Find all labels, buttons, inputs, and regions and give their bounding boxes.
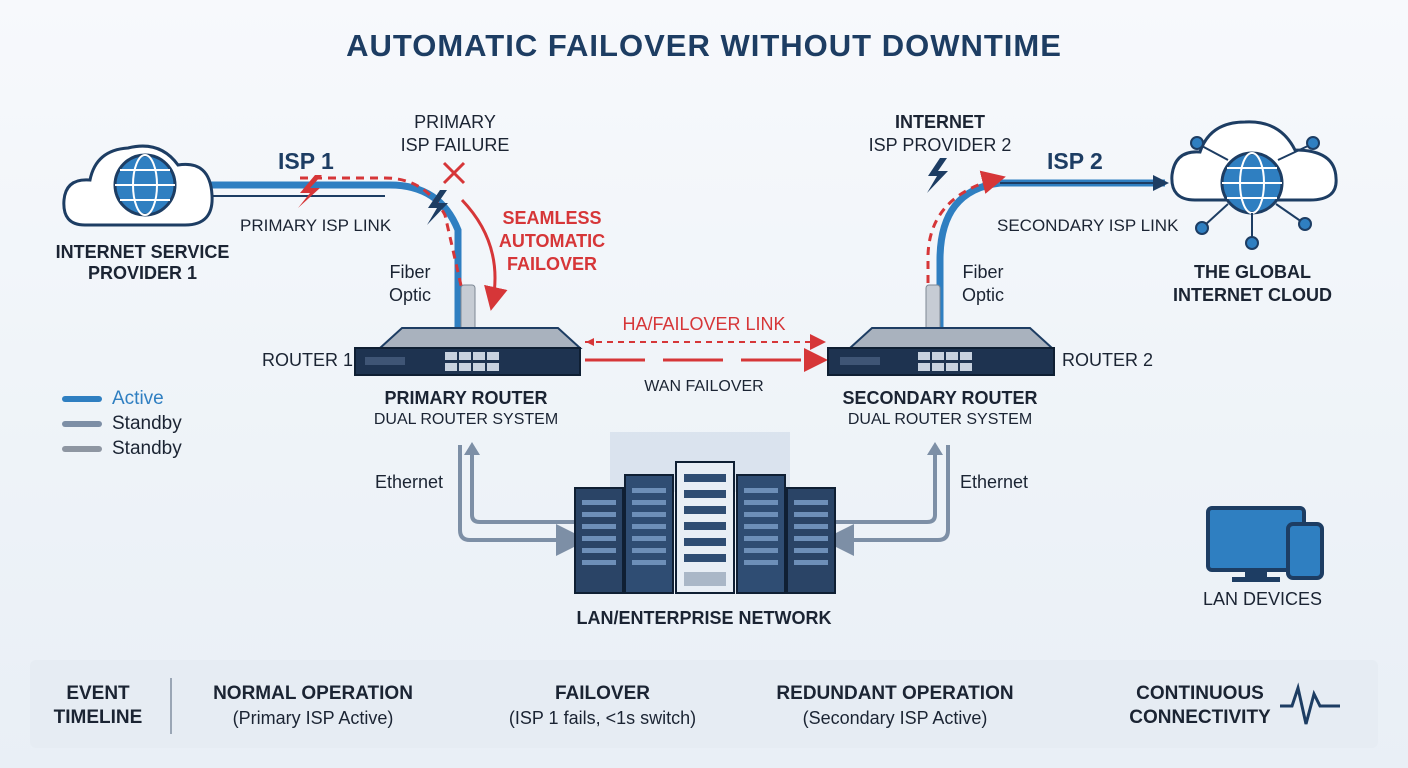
ethernet-left-label: Ethernet bbox=[375, 472, 444, 492]
fiber-right-line2: Optic bbox=[961, 285, 1004, 305]
cloud-network-icon bbox=[1170, 120, 1338, 250]
ethernet-right-label: Ethernet bbox=[960, 472, 1029, 492]
lan-label: LAN/ENTERPRISE NETWORK bbox=[576, 608, 832, 628]
timeline-heading: EVENT TIMELINE bbox=[48, 682, 148, 730]
timeline-heading-line1: EVENT bbox=[66, 683, 130, 704]
timeline-step: REDUNDANT OPERATION (Secondary ISP Activ… bbox=[775, 682, 1015, 730]
legend-label: Active bbox=[112, 387, 164, 409]
fiber-optic-right: Fiber Optic bbox=[948, 261, 1018, 307]
router-1-icon bbox=[354, 327, 583, 376]
step-title: REDUNDANT OPERATION bbox=[776, 683, 1014, 704]
isp1-name: INTERNET SERVICE PROVIDER 1 bbox=[50, 242, 235, 284]
failover-note-line3: FAILOVER bbox=[506, 254, 597, 274]
router1-subtitle: DUAL ROUTER SYSTEM bbox=[373, 411, 559, 428]
primary-isp-failure: PRIMARY ISP FAILURE bbox=[395, 111, 515, 157]
legend-label: Standby bbox=[112, 437, 182, 459]
event-timeline: EVENT TIMELINE NORMAL OPERATION (Primary… bbox=[30, 660, 1378, 748]
step-detail: (Primary ISP Active) bbox=[232, 708, 394, 728]
step-detail: (Secondary ISP Active) bbox=[802, 708, 988, 728]
router2-title: SECONDARY ROUTER bbox=[842, 388, 1038, 408]
router2-subtitle: DUAL ROUTER SYSTEM bbox=[847, 411, 1033, 428]
primary-isp-link bbox=[205, 181, 462, 330]
legend-item: Standby bbox=[62, 436, 182, 461]
timeline-heading-line2: TIMELINE bbox=[53, 707, 143, 728]
timeline-step: FAILOVER (ISP 1 fails, <1s switch) bbox=[485, 682, 720, 730]
step-title: FAILOVER bbox=[554, 683, 650, 704]
step-detail: CONNECTIVITY bbox=[1129, 707, 1271, 728]
monitor-icon bbox=[1206, 506, 1306, 582]
fiber-left-line2: Optic bbox=[388, 285, 431, 305]
ethernet-left-link bbox=[458, 445, 588, 556]
fiber-right-line1: Fiber bbox=[962, 262, 1004, 282]
legend-swatch-standby-2 bbox=[62, 445, 102, 452]
wan-failover-label: WAN FAILOVER bbox=[644, 378, 764, 395]
router1-side-label: ROUTER 1 bbox=[262, 350, 354, 370]
isp1-tag: ISP 1 bbox=[278, 148, 334, 174]
global-cloud-label: THE GLOBAL INTERNET CLOUD bbox=[1165, 261, 1340, 307]
failover-arrow bbox=[460, 198, 508, 311]
isp1-name-line2: PROVIDER 1 bbox=[87, 263, 198, 283]
timeline-step: NORMAL OPERATION (Primary ISP Active) bbox=[208, 682, 418, 730]
server-rack-icon bbox=[574, 432, 836, 594]
primary-isp-link-label: PRIMARY ISP LINK bbox=[240, 216, 392, 235]
page-title: AUTOMATIC FAILOVER WITHOUT DOWNTIME bbox=[346, 28, 1062, 63]
ethernet-right-link bbox=[822, 445, 950, 556]
isp2-name: INTERNET ISP PROVIDER 2 bbox=[865, 111, 1015, 157]
legend-swatch-active bbox=[62, 395, 102, 402]
legend: Active Standby Standby bbox=[62, 386, 182, 461]
timeline-step: CONTINUOUS CONNECTIVITY bbox=[1120, 682, 1280, 730]
ha-link-label: HA/FAILOVER LINK bbox=[622, 314, 786, 334]
failed-path bbox=[300, 176, 472, 326]
secondary-isp-link-label: SECONDARY ISP LINK bbox=[997, 216, 1179, 235]
phone-icon bbox=[1286, 522, 1324, 580]
cloud-line2: INTERNET CLOUD bbox=[1173, 285, 1332, 305]
secondary-isp-link bbox=[936, 179, 1165, 330]
lan-devices-label: LAN DEVICES bbox=[1202, 589, 1323, 609]
step-detail: (ISP 1 fails, <1s switch) bbox=[508, 708, 697, 728]
legend-item: Standby bbox=[62, 411, 182, 436]
legend-item: Active bbox=[62, 386, 182, 411]
router1-title: PRIMARY ROUTER bbox=[384, 388, 548, 408]
failure-line2: ISP FAILURE bbox=[400, 135, 510, 155]
legend-label: Standby bbox=[112, 412, 182, 434]
failover-note-line1: SEAMLESS bbox=[502, 208, 602, 228]
fail-x-icon bbox=[442, 161, 466, 185]
isp2-name-line1: INTERNET bbox=[895, 112, 985, 132]
legend-swatch-standby bbox=[62, 420, 102, 427]
cloud-line1: THE GLOBAL bbox=[1194, 262, 1311, 282]
cloud-globe-icon bbox=[62, 144, 214, 227]
isp1-name-line1: INTERNET SERVICE bbox=[55, 242, 230, 262]
fiber-left-line1: Fiber bbox=[389, 262, 431, 282]
failure-line1: PRIMARY bbox=[414, 112, 496, 132]
fiber-optic-left: Fiber Optic bbox=[375, 261, 445, 307]
lightning-icon bbox=[298, 158, 948, 225]
timeline-divider bbox=[170, 678, 172, 734]
router-2-icon bbox=[827, 327, 1055, 376]
secondary-active-path bbox=[926, 170, 1006, 325]
seamless-failover-note: SEAMLESS AUTOMATIC FAILOVER bbox=[492, 207, 612, 276]
isp2-tag: ISP 2 bbox=[1047, 148, 1103, 174]
step-title: CONTINUOUS bbox=[1136, 683, 1264, 704]
step-title: NORMAL OPERATION bbox=[213, 683, 413, 704]
isp2-name-line2: ISP PROVIDER 2 bbox=[868, 135, 1012, 155]
router2-side-label: ROUTER 2 bbox=[1062, 350, 1154, 370]
failover-note-line2: AUTOMATIC bbox=[498, 231, 606, 251]
heartbeat-icon bbox=[1280, 682, 1340, 725]
